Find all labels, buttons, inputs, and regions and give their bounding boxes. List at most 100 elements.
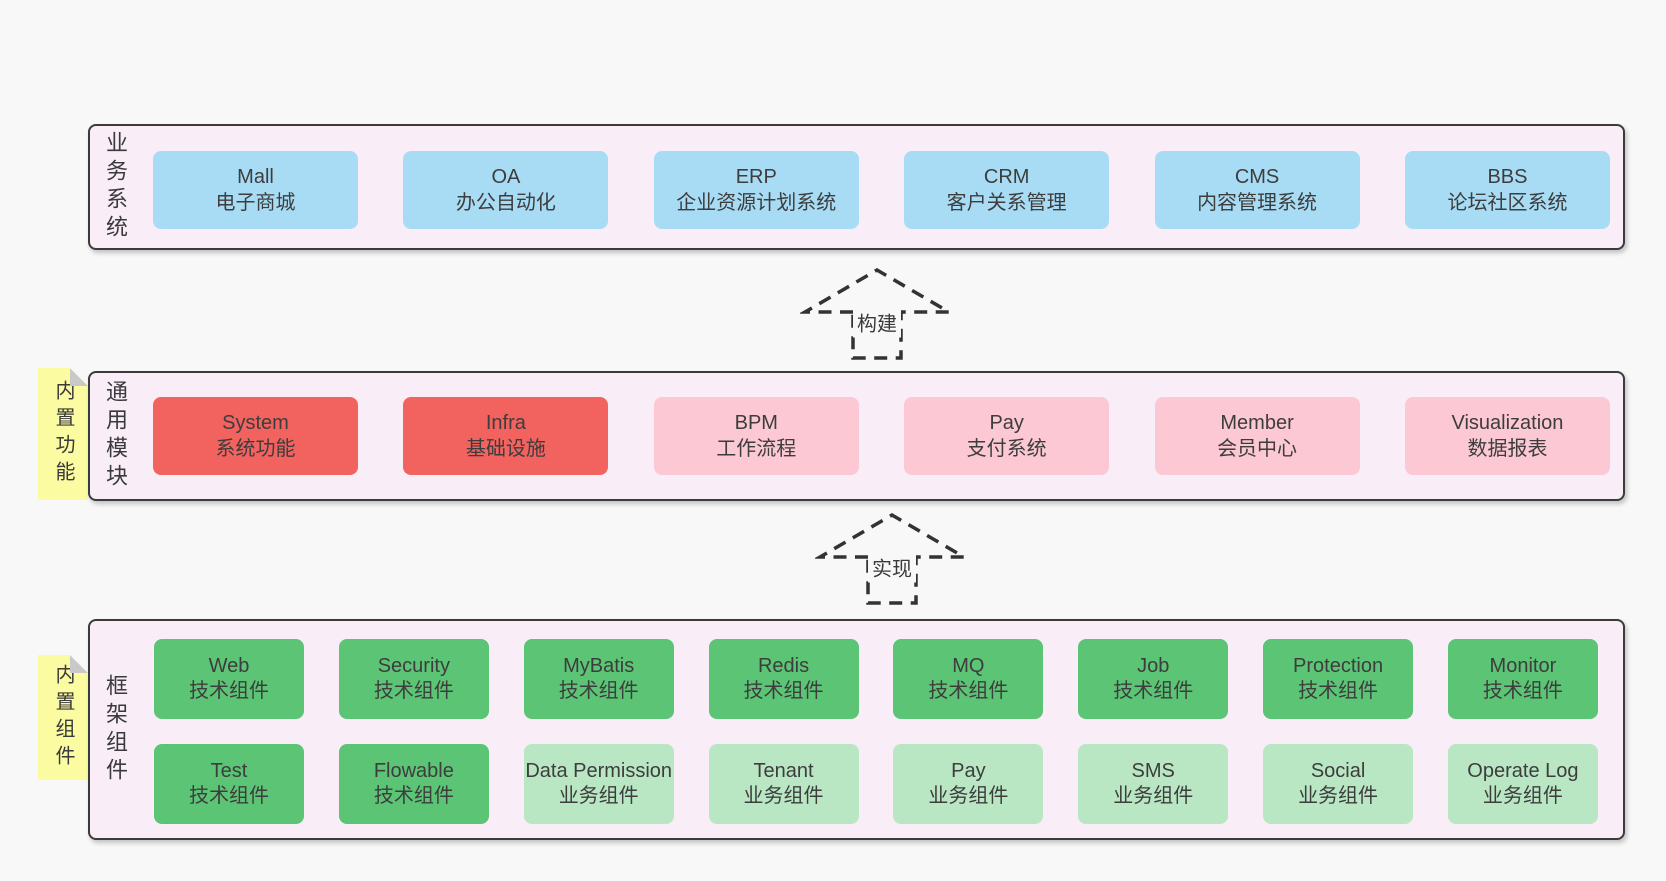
framework-box-row-2: Test 技术组件 Flowable 技术组件 Data Permission 业务组件 T…: [154, 744, 1598, 824]
sticky-note-label: 内置组件: [52, 663, 74, 772]
dashed-up-arrow-icon: [815, 512, 969, 605]
dashed-up-arrow-icon: [800, 267, 954, 360]
box-subtitle: 内容管理系统: [1197, 192, 1318, 214]
box-title: Security: [377, 655, 450, 677]
box-subtitle: 技术组件: [558, 680, 639, 702]
box-pay: Pay 业务组件: [893, 744, 1044, 824]
box-title: CRM: [983, 166, 1030, 188]
box-title: Test: [210, 760, 248, 782]
box-test: Test 技术组件: [154, 744, 304, 824]
box-subtitle: 技术组件: [1113, 680, 1194, 702]
box-web: Web 技术组件: [154, 639, 304, 719]
box-title: Social: [1310, 760, 1366, 782]
box-subtitle: 技术组件: [743, 680, 824, 702]
panel-business-systems: 业务系统 Mall 电子商城 OA 办公自动化 ERP 企业资源计划系统 CRM 客户关系管理…: [88, 124, 1625, 250]
box-title: CMS: [1234, 166, 1280, 188]
box-subtitle: 系统功能: [215, 438, 296, 460]
box-member: Member 会员中心: [1154, 397, 1360, 475]
box-oa: OA 办公自动化: [403, 151, 609, 229]
box-crm: CRM 客户关系管理: [904, 151, 1110, 229]
box-operate-log: Operate Log 业务组件: [1447, 744, 1598, 824]
box-title: Operate Log: [1467, 760, 1579, 782]
box-redis: Redis 技术组件: [708, 639, 859, 719]
box-title: BPM: [734, 412, 778, 434]
box-subtitle: 数据报表: [1467, 438, 1548, 460]
box-title: ERP: [735, 166, 777, 188]
box-title: Mall: [237, 166, 274, 188]
box-subtitle: 技术组件: [1298, 680, 1379, 702]
box-title: SMS: [1131, 760, 1175, 782]
business-box-row: Mall 电子商城 OA 办公自动化 ERP 企业资源计划系统 CRM 客户关系管理 CMS 内容…: [153, 151, 1610, 229]
sticky-fold-icon: [70, 655, 88, 673]
box-subtitle: 办公自动化: [455, 192, 556, 214]
box-title: Pay: [989, 412, 1024, 434]
box-title: MQ: [952, 655, 985, 677]
box-subtitle: 业务组件: [1482, 785, 1563, 807]
box-subtitle: 基础设施: [465, 438, 546, 460]
box-title: Data Permission: [525, 760, 673, 782]
arrow-implement-label: 实现: [868, 551, 916, 583]
box-subtitle: 客户关系管理: [946, 192, 1067, 214]
box-subtitle: 工作流程: [716, 438, 797, 460]
box-subtitle: 企业资源计划系统: [676, 192, 837, 214]
box-title: Monitor: [1489, 655, 1557, 677]
box-subtitle: 技术组件: [373, 785, 454, 807]
box-subtitle: 电子商城: [215, 192, 296, 214]
box-title: Protection: [1293, 655, 1384, 677]
box-social: Social 业务组件: [1263, 744, 1414, 824]
box-job: Job 技术组件: [1078, 639, 1229, 719]
box-subtitle: 业务组件: [558, 785, 639, 807]
box-data-permission: Data Permission 业务组件: [523, 744, 674, 824]
box-title: Flowable: [373, 760, 454, 782]
panel-business-label: 业务系统: [103, 131, 128, 243]
arrow-up-build: 构建: [800, 264, 954, 364]
box-security: Security 技术组件: [338, 639, 489, 719]
box-cms: CMS 内容管理系统: [1154, 151, 1360, 229]
box-title: Tenant: [753, 760, 814, 782]
box-subtitle: 支付系统: [966, 438, 1047, 460]
box-title: Job: [1137, 655, 1170, 677]
box-pay: Pay 支付系统: [904, 397, 1110, 475]
panel-framework-label: 框架组件: [103, 673, 128, 786]
box-title: Pay: [951, 760, 986, 782]
box-flowable: Flowable 技术组件: [338, 744, 489, 824]
box-title: OA: [491, 166, 521, 188]
sticky-note-builtin-features: 内置功能: [38, 368, 88, 500]
sticky-note-builtin-components: 内置组件: [38, 655, 88, 780]
box-mall: Mall 电子商城: [153, 151, 358, 229]
box-title: Web: [208, 655, 250, 677]
box-title: Visualization: [1451, 412, 1564, 434]
box-subtitle: 业务组件: [1298, 785, 1379, 807]
box-infra: Infra 基础设施: [403, 397, 609, 475]
box-subtitle: 技术组件: [373, 680, 454, 702]
sticky-note-label: 内置功能: [52, 380, 74, 488]
box-protection: Protection 技术组件: [1263, 639, 1414, 719]
box-title: Infra: [485, 412, 526, 434]
box-visualization: Visualization 数据报表: [1404, 397, 1610, 475]
box-erp: ERP 企业资源计划系统: [653, 151, 859, 229]
box-title: Redis: [757, 655, 810, 677]
box-title: BBS: [1487, 166, 1528, 188]
box-subtitle: 业务组件: [928, 785, 1009, 807]
box-subtitle: 会员中心: [1217, 438, 1298, 460]
sticky-fold-icon: [70, 368, 88, 386]
box-mq: MQ 技术组件: [893, 639, 1044, 719]
box-title: Member: [1220, 412, 1294, 434]
box-subtitle: 技术组件: [189, 785, 269, 807]
arrow-build-label: 构建: [853, 306, 901, 338]
box-title: MyBatis: [563, 655, 635, 677]
box-subtitle: 技术组件: [928, 680, 1009, 702]
arrow-up-implement: 实现: [815, 509, 969, 609]
box-bpm: BPM 工作流程: [653, 397, 859, 475]
box-subtitle: 技术组件: [189, 680, 269, 702]
